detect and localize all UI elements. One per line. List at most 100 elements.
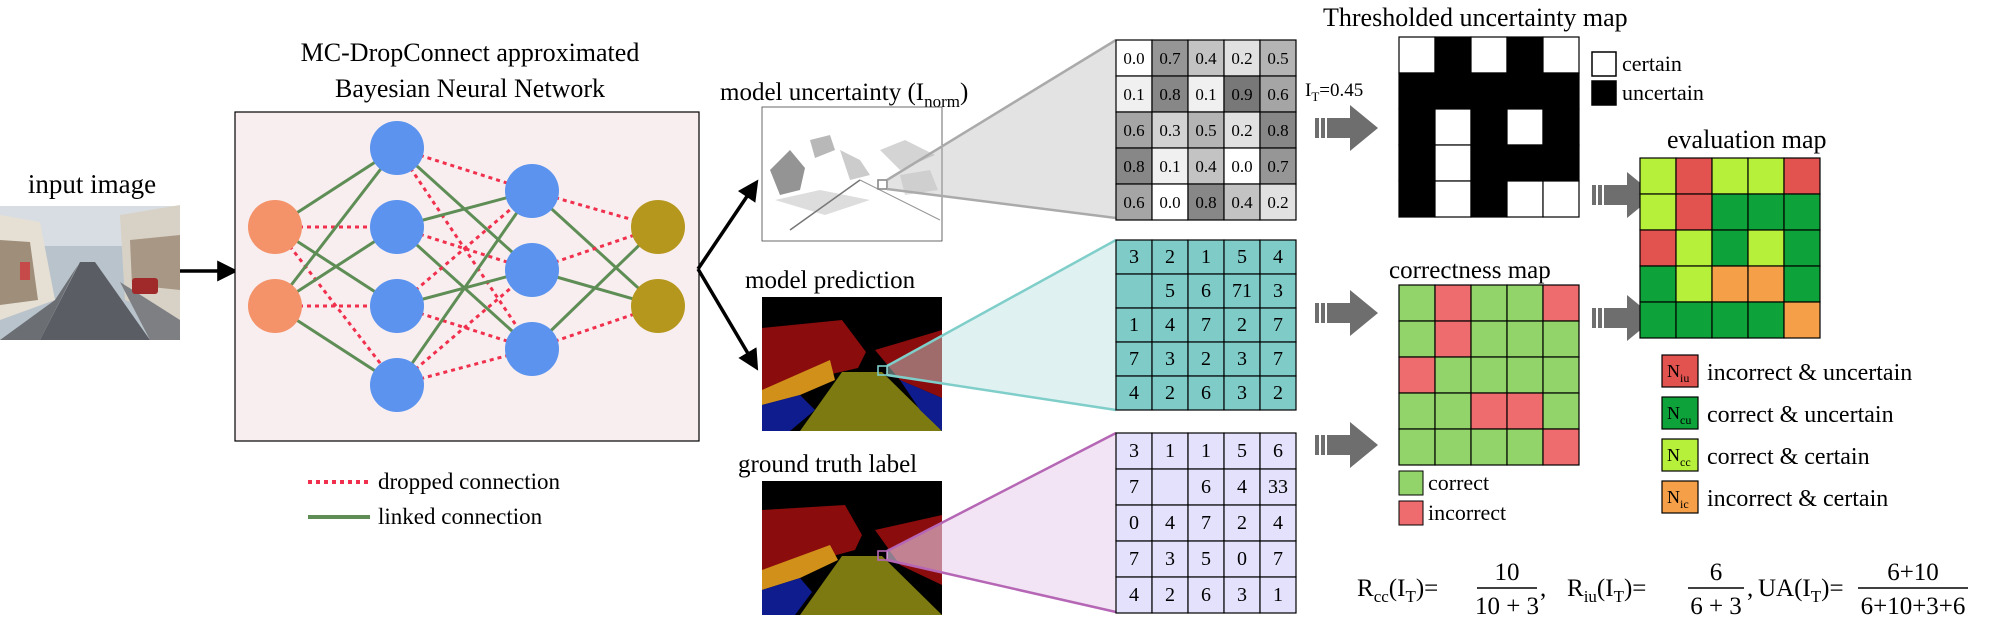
hidden-node bbox=[505, 164, 559, 218]
uncertainty-cell-value: 0.8 bbox=[1195, 193, 1216, 212]
thresholded-cell bbox=[1398, 108, 1436, 146]
threshold-arrow: IT=0.45 bbox=[1305, 80, 1378, 151]
correctness-cell bbox=[1434, 284, 1472, 322]
ground-truth-cell bbox=[1115, 432, 1153, 470]
evaluation-cell bbox=[1675, 265, 1713, 303]
correctness-cell bbox=[1434, 392, 1472, 430]
uncertainty-cell-value: 0.5 bbox=[1267, 49, 1288, 68]
hidden-node bbox=[370, 200, 424, 254]
threshold-label: IT=0.45 bbox=[1305, 80, 1363, 104]
uncertainty-cell-value: 0.0 bbox=[1231, 157, 1252, 176]
legend-label-ic: incorrect & certain bbox=[1707, 486, 1888, 512]
uncertainty-cell bbox=[1259, 75, 1297, 113]
correctness-map-panel: correctness map correct incorrect bbox=[1389, 257, 1580, 526]
ground-truth-cell bbox=[1223, 576, 1261, 614]
ground-truth-cell-value: 3 bbox=[1129, 440, 1139, 462]
thresholded-cell bbox=[1398, 72, 1436, 110]
ground-truth-cell bbox=[1115, 540, 1153, 578]
uncertainty-cell-value: 0.5 bbox=[1195, 121, 1216, 140]
correctness-cell bbox=[1470, 284, 1508, 322]
thresholded-cell bbox=[1470, 36, 1508, 74]
correctness-cell bbox=[1434, 320, 1472, 358]
uncertain-swatch bbox=[1591, 80, 1617, 106]
correct-label: correct bbox=[1428, 470, 1489, 495]
prediction-cell-value: 2 bbox=[1165, 382, 1175, 404]
input-image-label: input image bbox=[28, 169, 156, 199]
dropped-connection-label: dropped connection bbox=[378, 469, 561, 494]
legend-symbol-cc: Ncc bbox=[1667, 445, 1691, 469]
network-title-line1: MC-DropConnect approximated bbox=[301, 38, 640, 67]
legend-symbol-iu: Niu bbox=[1667, 361, 1689, 385]
thresholded-cell bbox=[1470, 180, 1508, 218]
ground-truth-cell-value: 4 bbox=[1129, 584, 1139, 606]
uncertainty-cell-value: 0.7 bbox=[1159, 49, 1181, 68]
ua-formula-left: UA(IT)= bbox=[1758, 575, 1844, 606]
legend-label-cu: correct & uncertain bbox=[1707, 402, 1894, 428]
ground-truth-label: ground truth label bbox=[738, 451, 917, 478]
uncertainty-cell bbox=[1187, 39, 1225, 77]
prediction-cell-value: 1 bbox=[1129, 314, 1139, 336]
evaluation-cell bbox=[1639, 157, 1677, 195]
correctness-cell bbox=[1506, 392, 1544, 430]
thresholded-cell bbox=[1542, 144, 1580, 182]
prediction-cell-value: 4 bbox=[1165, 314, 1175, 336]
uncertainty-cell bbox=[1259, 39, 1297, 77]
evaluation-cell bbox=[1711, 301, 1749, 339]
prediction-cell-value: 3 bbox=[1129, 246, 1139, 268]
ground-truth-cell-value: 6 bbox=[1273, 440, 1283, 462]
riu-formula-left: Riu(IT)= bbox=[1567, 575, 1646, 606]
uncertainty-cell bbox=[1187, 183, 1225, 221]
uncertainty-image bbox=[761, 106, 943, 242]
thresholded-map-grid bbox=[1398, 36, 1580, 218]
uncertainty-cell-value: 0.9 bbox=[1231, 85, 1252, 104]
linked-connection-label: linked connection bbox=[378, 504, 543, 529]
uncertainty-zoom-box bbox=[877, 179, 888, 190]
prediction-cell-value: 2 bbox=[1237, 314, 1247, 336]
ground-truth-cell-value: 5 bbox=[1237, 440, 1247, 462]
correctness-cell bbox=[1470, 428, 1508, 466]
legend-label-cc: correct & certain bbox=[1707, 444, 1870, 470]
correctness-cell bbox=[1398, 392, 1436, 430]
evaluation-cell bbox=[1675, 301, 1713, 339]
prediction-cell-value: 3 bbox=[1165, 348, 1175, 370]
network-box bbox=[234, 111, 700, 442]
certain-label: certain bbox=[1622, 51, 1682, 76]
evaluation-cell bbox=[1711, 157, 1749, 195]
correctness-map-grid bbox=[1398, 284, 1580, 466]
ground-truth-cell bbox=[1259, 504, 1297, 542]
thresholded-cell bbox=[1470, 72, 1508, 110]
riu-denominator: 6 + 3 bbox=[1690, 593, 1742, 620]
ground-truth-cell bbox=[1259, 576, 1297, 614]
correctness-cell bbox=[1398, 428, 1436, 466]
thresholded-cell bbox=[1506, 180, 1544, 218]
prediction-cell-value: 7 bbox=[1273, 348, 1283, 370]
evaluation-cell bbox=[1783, 229, 1821, 267]
prediction-cell bbox=[1115, 273, 1153, 309]
ground-truth-cell-value: 5 bbox=[1201, 548, 1211, 570]
ground-truth-cell-value: 7 bbox=[1129, 476, 1139, 498]
uncertainty-cell bbox=[1151, 39, 1189, 77]
thresholded-cell bbox=[1434, 36, 1472, 74]
network-panel: MC-DropConnect approximated Bayesian Neu… bbox=[234, 38, 700, 529]
uncertainty-cell-value: 0.6 bbox=[1123, 193, 1144, 212]
thresholded-cell bbox=[1542, 180, 1580, 218]
ground-truth-cell bbox=[1187, 432, 1225, 470]
prediction-cell bbox=[1259, 375, 1297, 411]
prediction-cell bbox=[1151, 239, 1189, 275]
ground-truth-cell-value: 33 bbox=[1268, 476, 1288, 498]
thresholded-cell bbox=[1398, 36, 1436, 74]
uncertainty-cell-value: 0.1 bbox=[1123, 85, 1144, 104]
uncertainty-cell-value: 0.7 bbox=[1267, 157, 1289, 176]
evaluation-cell bbox=[1747, 193, 1785, 231]
prediction-cell bbox=[1187, 239, 1225, 275]
uncertainty-cell bbox=[1187, 111, 1225, 149]
hidden-node bbox=[370, 279, 424, 333]
thresholded-cell bbox=[1542, 108, 1580, 146]
evaluation-cell bbox=[1747, 265, 1785, 303]
thresholded-cell bbox=[1434, 108, 1472, 146]
legend-swatch-cc bbox=[1661, 438, 1699, 472]
ground-truth-panel: ground truth label bbox=[738, 451, 942, 615]
evaluation-cell bbox=[1747, 301, 1785, 339]
